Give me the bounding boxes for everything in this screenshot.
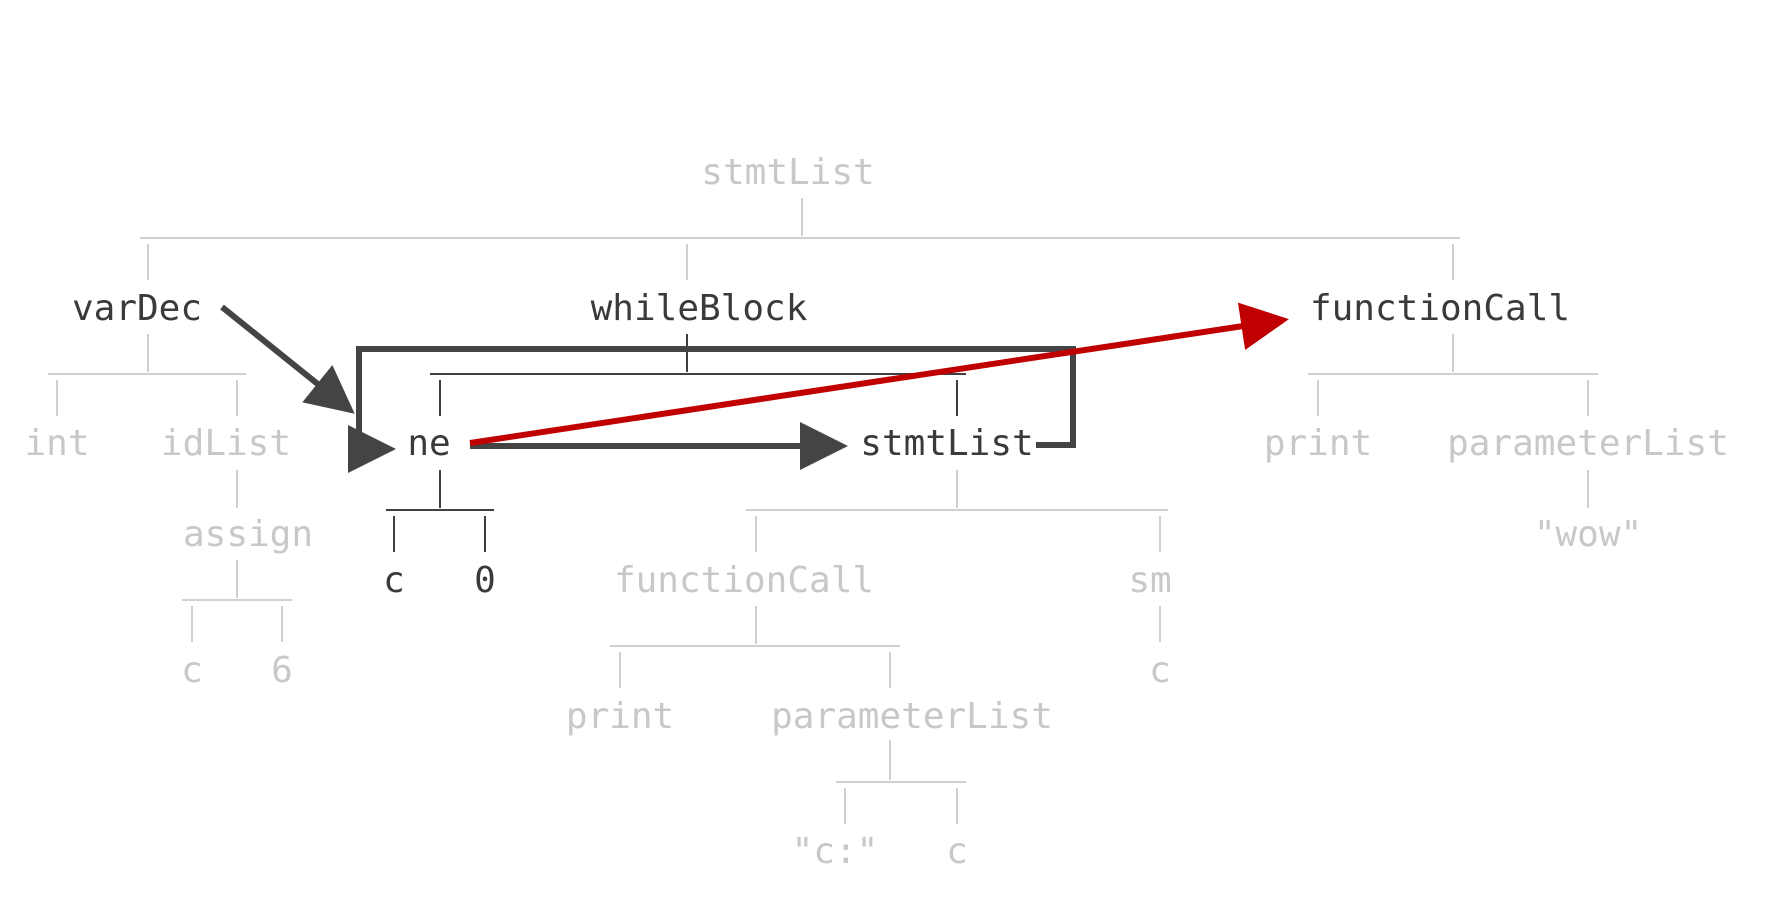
node-functioncall: functionCall <box>1310 288 1570 329</box>
arrow-ne-to-functioncall <box>469 302 1289 446</box>
node-inner-parameterlist: parameterList <box>771 696 1053 737</box>
node-param-wow: "wow" <box>1534 514 1642 555</box>
node-assign-6: 6 <box>271 650 293 691</box>
tree-connectors <box>48 198 1598 824</box>
node-print: print <box>1264 423 1372 464</box>
node-sm-c: c <box>1149 650 1171 691</box>
node-inner-functioncall: functionCall <box>614 560 874 601</box>
node-vardec: varDec <box>72 288 202 329</box>
node-idlist: idList <box>161 423 291 464</box>
node-inner-param-c: c <box>946 831 968 872</box>
node-ne: ne <box>407 423 450 464</box>
node-ne-0: 0 <box>474 560 496 601</box>
node-int: int <box>24 423 89 464</box>
node-inner-param-str: "c:" <box>792 831 879 872</box>
arrow-vardec-to-ne <box>220 304 355 414</box>
highlighted-connectors <box>386 334 966 552</box>
arrow-loop-back-to-ne <box>348 346 1076 473</box>
node-assign: assign <box>183 514 313 555</box>
node-assign-c: c <box>181 650 203 691</box>
node-labels: stmtList varDec int idList assign c 6 wh… <box>24 152 1728 872</box>
node-inner-print: print <box>566 696 674 737</box>
node-sm: sm <box>1128 560 1171 601</box>
flow-arrows <box>220 302 1289 473</box>
node-whileblock: whileBlock <box>591 288 808 329</box>
node-parameterlist: parameterList <box>1447 423 1729 464</box>
node-root-stmtlist: stmtList <box>701 152 874 193</box>
node-ne-c: c <box>383 560 405 601</box>
node-inner-stmtlist: stmtList <box>860 423 1033 464</box>
